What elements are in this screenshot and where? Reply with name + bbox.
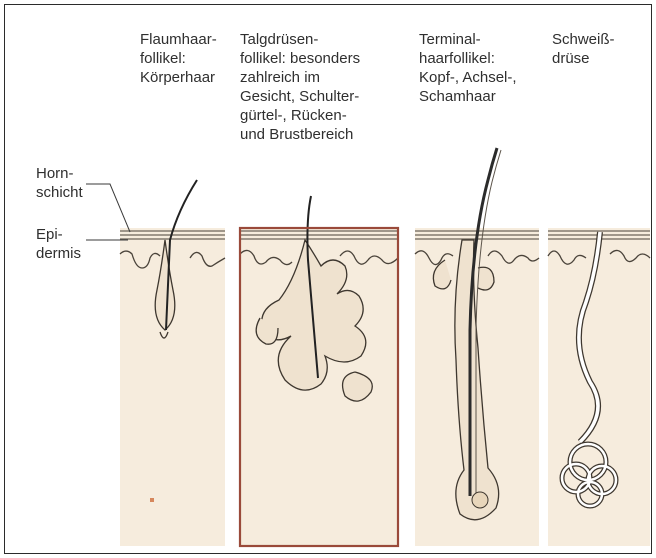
skin-tissue	[120, 228, 650, 546]
label-terminal-hair-follicle: Terminal- haarfollikel: Kopf-, Achsel-, …	[419, 30, 517, 106]
label-sebaceous-follicle: Talgdrüsen- follikel: besonders zahlreic…	[240, 30, 360, 144]
dermal-papilla	[472, 492, 488, 508]
label-vellus-hair-follicle: Flaumhaar- follikel: Körperhaar	[140, 30, 217, 87]
label-sweat-gland: Schweiß- drüse	[552, 30, 615, 68]
label-epidermis: Epi- dermis	[36, 225, 81, 263]
specimen-mark	[150, 498, 154, 502]
label-horn-layer: Horn- schicht	[36, 164, 83, 202]
